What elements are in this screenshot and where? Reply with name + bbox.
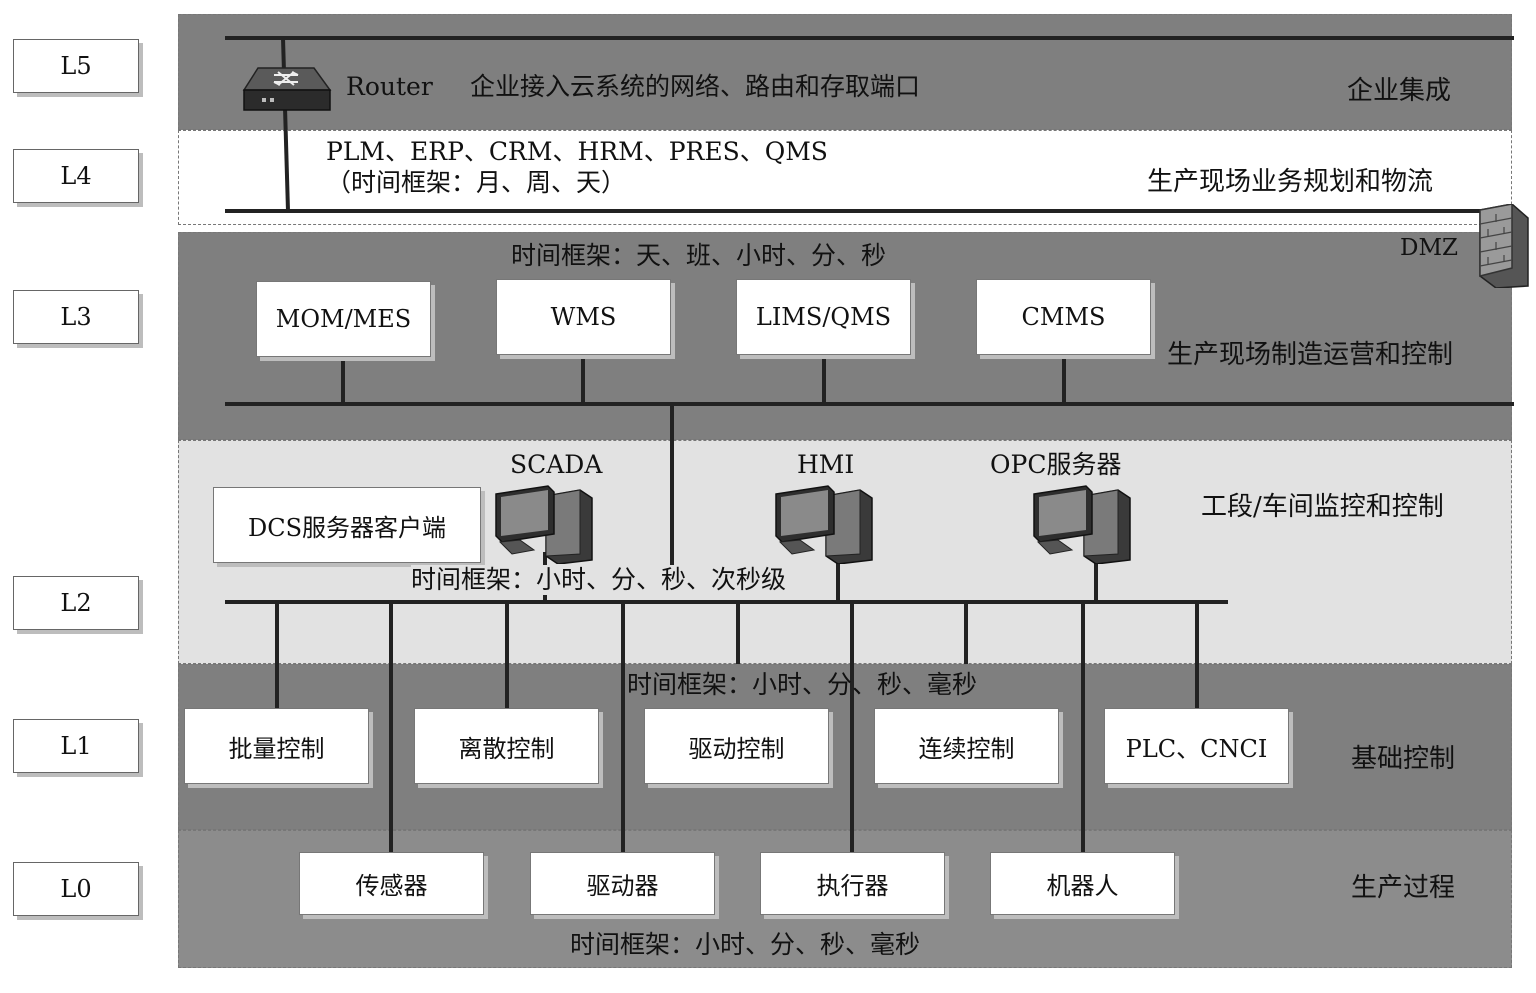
hmi-computer-icon [774, 484, 874, 564]
lims-qms-box: LIMS/QMS [736, 279, 911, 355]
l2-title: 工段/车间监控和控制 [1201, 486, 1444, 523]
wms-box: WMS [496, 279, 671, 355]
firewall-icon [1472, 204, 1530, 288]
l3-title: 生产现场制造运营和控制 [1167, 334, 1453, 371]
l3-timeframe: 时间框架：天、班、小时、分、秒 [511, 241, 886, 271]
mom-mes-box: MOM/MES [256, 281, 431, 357]
l4-timeframe: （时间框架：月、周、天） [326, 168, 626, 198]
l0-timeframe: 时间框架：小时、分、秒、毫秒 [570, 930, 920, 960]
cmms-box: CMMS [976, 279, 1151, 355]
scada-computer-icon [494, 484, 594, 564]
l0-title: 生产过程 [1351, 867, 1455, 904]
l4-systems: PLM、ERP、CRM、HRM、PRES、QMS [326, 137, 828, 167]
continuous-control-box: 连续控制 [874, 708, 1059, 784]
discrete-control-box: 离散控制 [414, 708, 599, 784]
dcs-client-box: DCS服务器客户端 [213, 487, 481, 563]
l5-title: 企业集成 [1347, 70, 1451, 107]
plc-cnc-box: PLC、CNCI [1104, 708, 1289, 784]
l1-title: 基础控制 [1351, 738, 1455, 775]
router-label: Router [346, 72, 433, 102]
l4-title: 生产现场业务规划和物流 [1147, 161, 1433, 198]
l5-description: 企业接入云系统的网络、路由和存取端口 [470, 72, 920, 102]
opc-server-computer-icon [1032, 484, 1132, 564]
l2-timeframe: 时间框架：小时、分、秒、次秒级 [411, 565, 786, 595]
opc-server-label: OPC服务器 [990, 450, 1121, 480]
driver-box: 驱动器 [530, 852, 715, 915]
dmz-label: DMZ [1400, 235, 1458, 263]
robot-box: 机器人 [990, 852, 1175, 915]
sensor-box: 传感器 [299, 852, 484, 915]
l1-timeframe: 时间框架：小时、分、秒、毫秒 [627, 670, 977, 700]
batch-control-box: 批量控制 [184, 708, 369, 784]
scada-label: SCADA [510, 450, 602, 480]
hmi-label: HMI [797, 450, 854, 480]
actuator-box: 执行器 [760, 852, 945, 915]
drive-control-box: 驱动控制 [644, 708, 829, 784]
router-icon [240, 60, 332, 122]
